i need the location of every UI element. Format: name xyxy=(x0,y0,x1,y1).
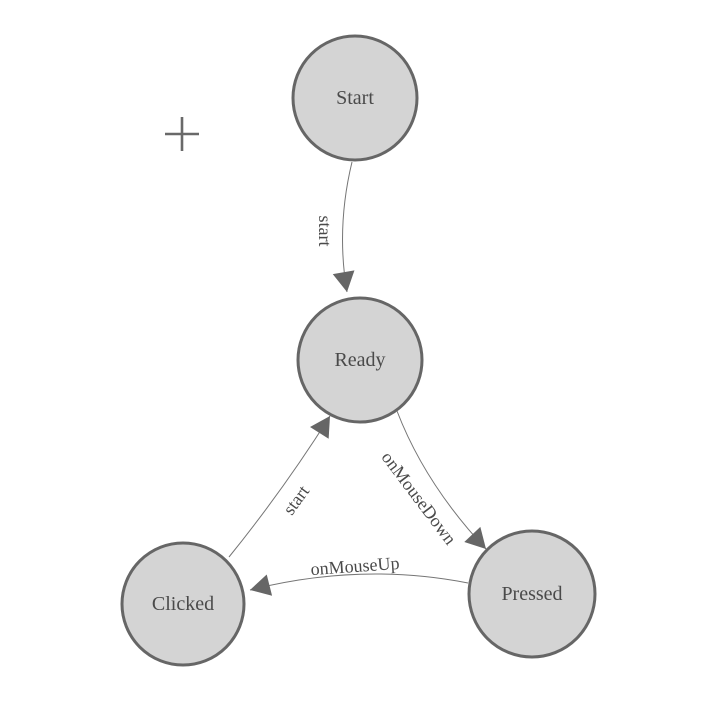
node-label-pressed: Pressed xyxy=(501,583,562,605)
arrowhead-clicked-ready xyxy=(310,416,330,439)
edge-line-pressed-clicked[interactable] xyxy=(249,573,469,591)
edge-label-start-ready: start xyxy=(315,216,335,247)
node-circle-start[interactable] xyxy=(291,34,419,162)
edge-line-ready-pressed[interactable] xyxy=(396,410,487,550)
edge-label-clicked-ready: start xyxy=(279,482,313,519)
edge-start-ready[interactable]: start xyxy=(315,161,355,293)
arrowhead-pressed-clicked xyxy=(250,574,273,596)
arrowhead-ready-pressed xyxy=(464,526,486,549)
node-clicked[interactable]: Clicked xyxy=(120,541,246,667)
node-start[interactable]: Start xyxy=(291,34,419,162)
node-label-clicked: Clicked xyxy=(152,593,214,615)
node-circle-pressed[interactable] xyxy=(467,529,597,659)
edge-ready-pressed[interactable]: onMouseDown xyxy=(378,410,487,550)
edge-clicked-ready[interactable]: start xyxy=(228,415,331,558)
edge-line-clicked-ready[interactable] xyxy=(228,415,331,558)
node-circle-ready[interactable] xyxy=(296,296,424,424)
node-label-ready: Ready xyxy=(334,349,385,371)
node-ready[interactable]: Ready xyxy=(296,296,424,424)
crosshair-cursor-icon xyxy=(165,117,199,151)
edge-pressed-clicked[interactable]: onMouseUp xyxy=(249,553,469,596)
node-label-start: Start xyxy=(336,87,374,109)
edge-label-ready-pressed: onMouseDown xyxy=(378,448,461,549)
edge-label-pressed-clicked: onMouseUp xyxy=(310,553,400,579)
node-pressed[interactable]: Pressed xyxy=(467,529,597,659)
crosshair-cursor-lines xyxy=(165,117,199,151)
arrowhead-start-ready xyxy=(332,270,355,292)
node-circle-clicked[interactable] xyxy=(120,541,246,667)
